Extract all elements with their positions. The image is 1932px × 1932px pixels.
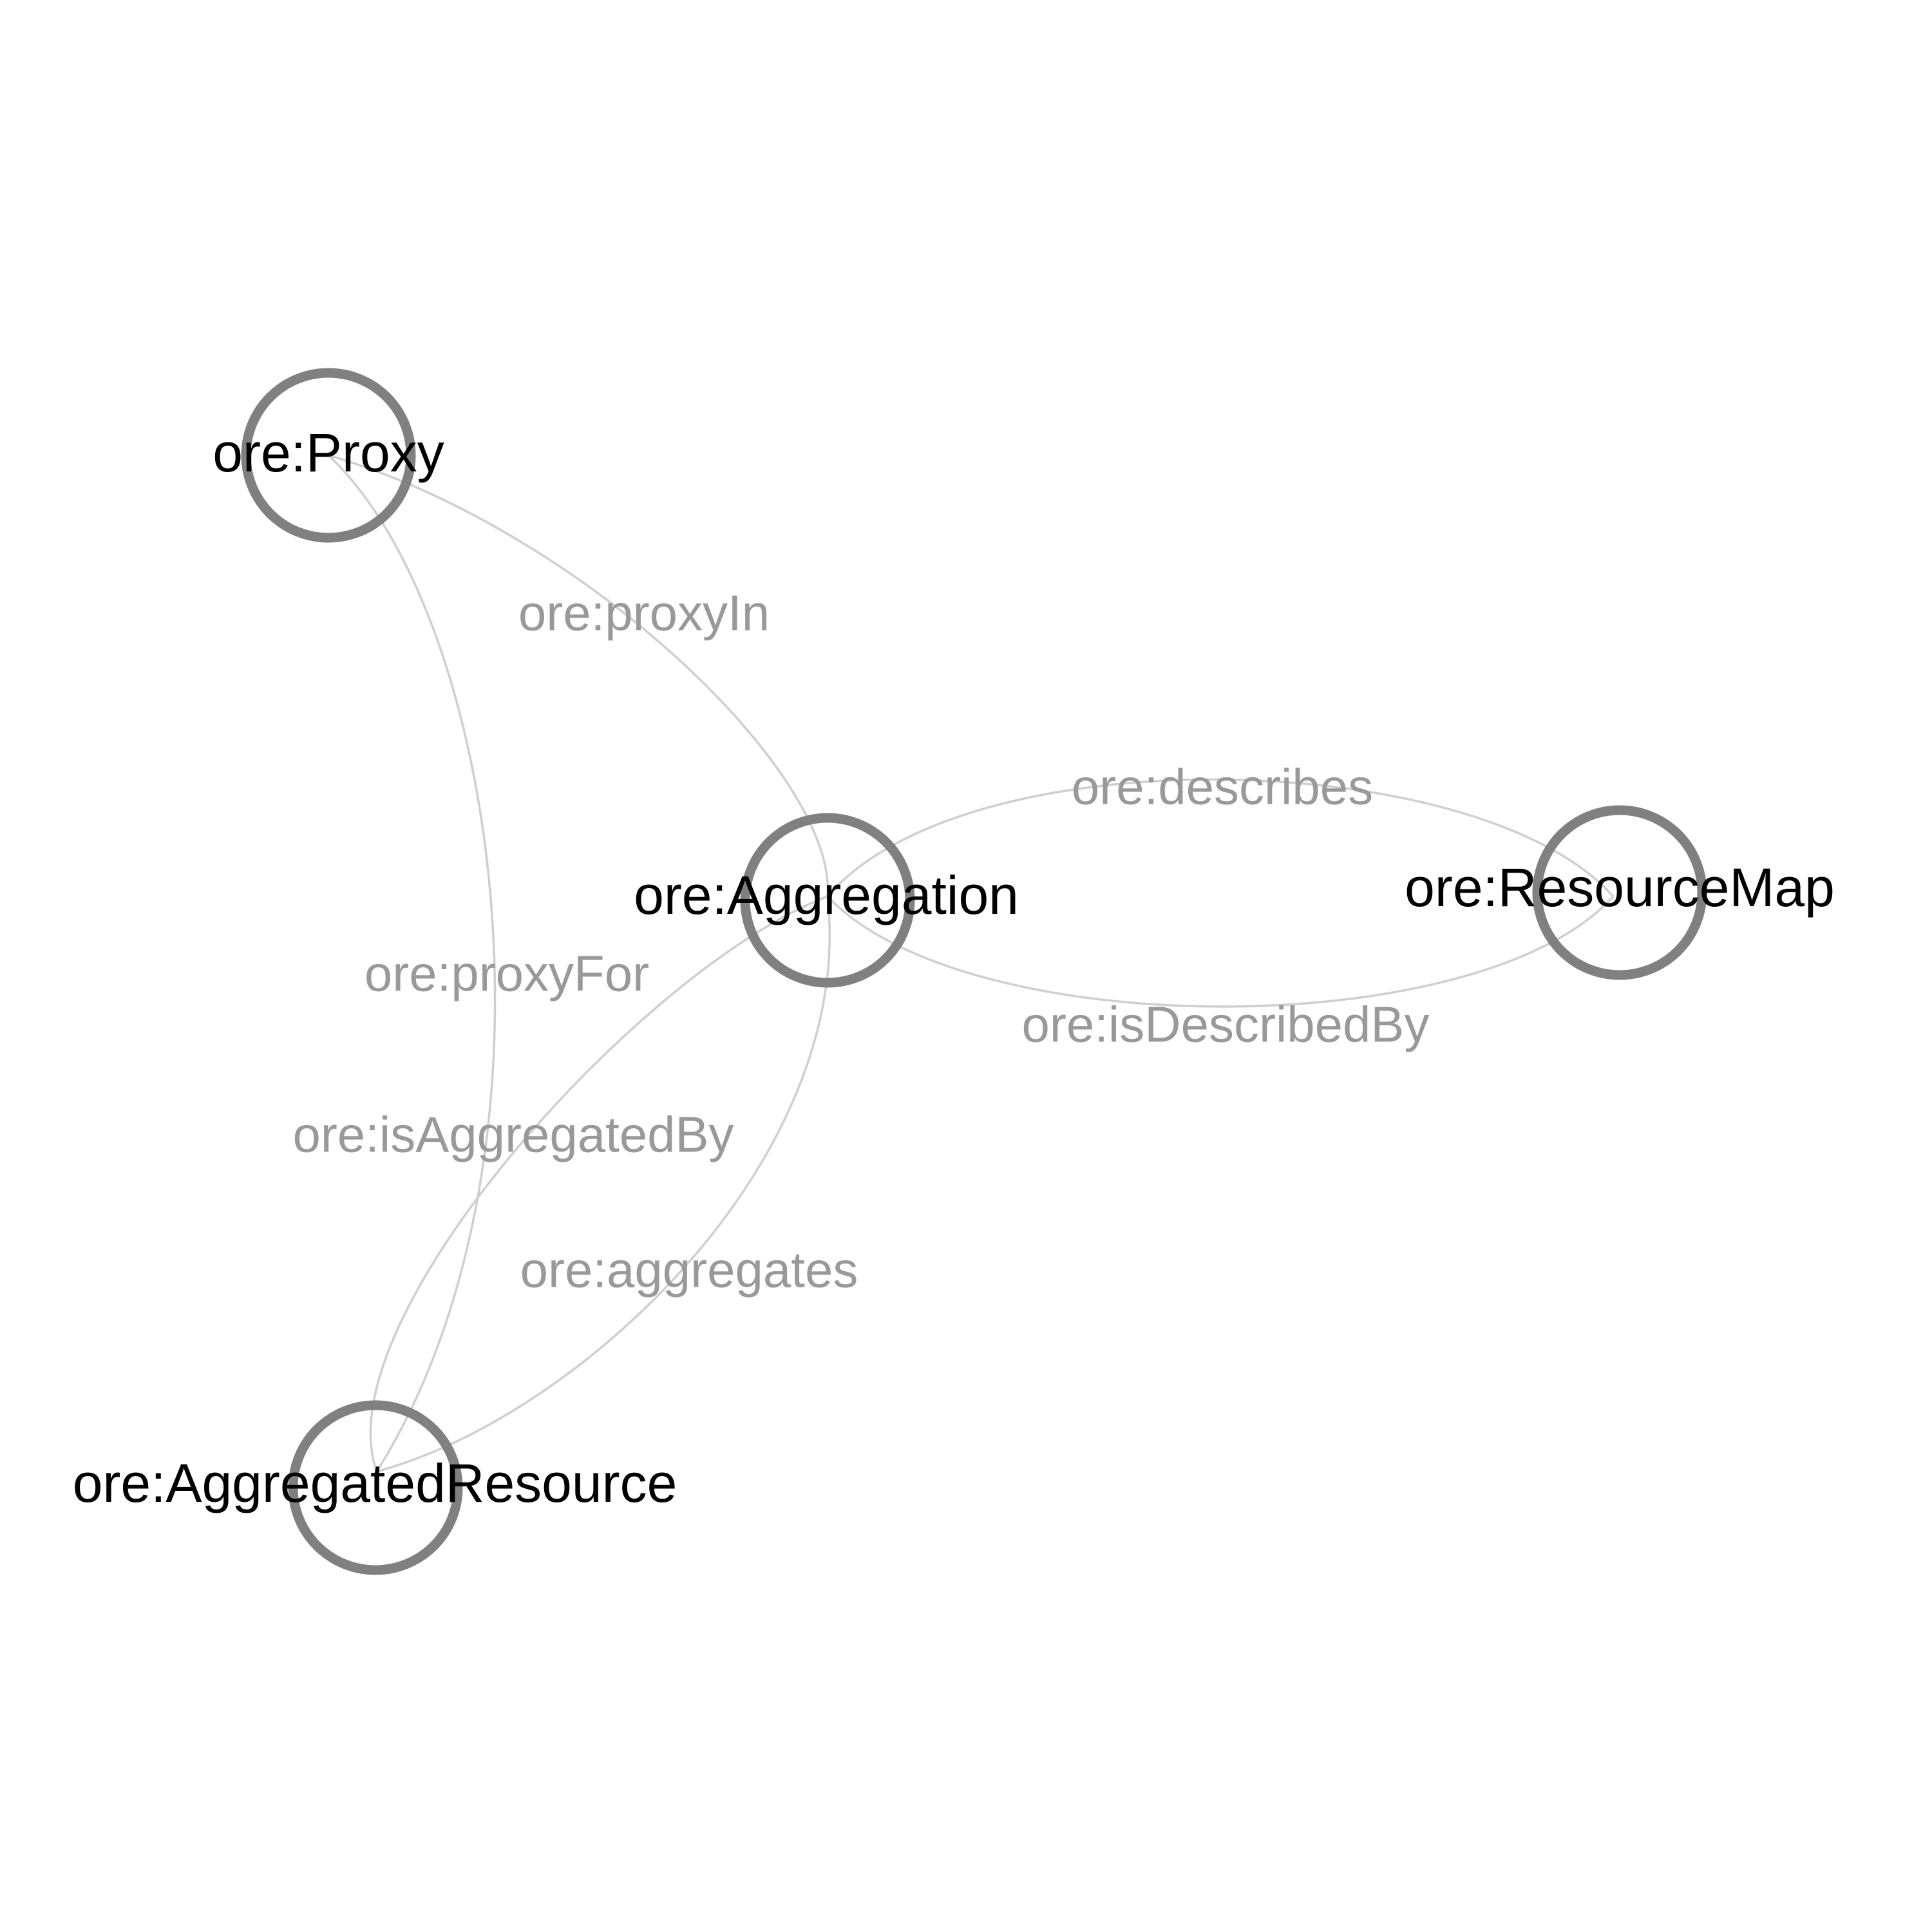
node-label-aggregatedresource: ore:AggregatedResource — [73, 1453, 677, 1513]
node-label-aggregation: ore:Aggregation — [634, 865, 1019, 925]
edge-describes — [826, 778, 1615, 898]
node-layer — [241, 368, 1707, 1575]
edge-isdescribedby — [826, 895, 1615, 1008]
edge-label-isdescribedby: ore:isDescribedBy — [1022, 996, 1430, 1053]
node-aggregatedresource[interactable] — [288, 1400, 463, 1575]
node-resourcemap[interactable] — [1532, 805, 1707, 980]
node-label-proxy: ore:Proxy — [213, 422, 444, 483]
edge-label-proxyin: ore:proxyIn — [518, 585, 770, 641]
edge-label-isaggregatedby: ore:isAggregatedBy — [292, 1106, 734, 1163]
edge-proxyfor — [327, 454, 497, 1472]
edge-layer — [327, 454, 1615, 1473]
node-label-resourcemap: ore:ResourceMap — [1405, 857, 1835, 918]
node-proxy[interactable] — [241, 368, 416, 543]
edge-aggregates — [376, 896, 831, 1473]
edge-label-describes: ore:describes — [1072, 759, 1373, 815]
edge-isaggregatedby — [369, 895, 828, 1472]
edge-label-layer: ore:proxyIn ore:proxyFor ore:describes o… — [292, 585, 1429, 1298]
edge-label-aggregates: ore:aggregates — [520, 1242, 858, 1298]
edge-proxyin — [328, 454, 829, 897]
edge-label-proxyfor: ore:proxyFor — [365, 945, 649, 1002]
node-label-layer: ore:Proxy ore:Aggregation ore:ResourceMa… — [73, 422, 1835, 1513]
node-aggregation[interactable] — [740, 813, 915, 988]
